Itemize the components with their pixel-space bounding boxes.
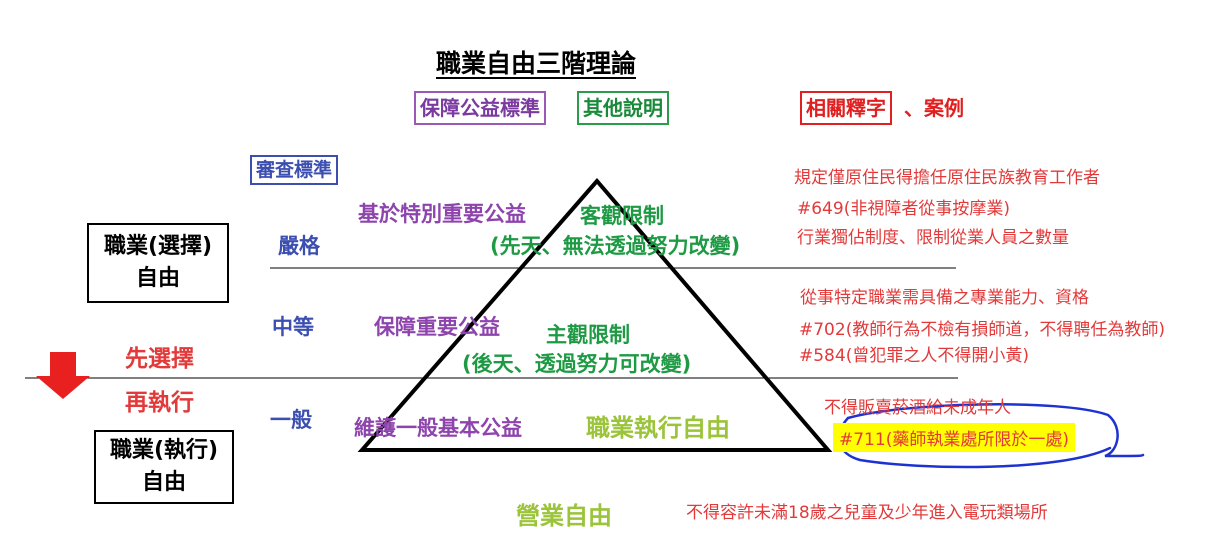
level-strict-restriction: 客觀限制 [580,204,664,228]
level-general-example-2-highlighted: #711(藥師執業處所限於一處) [833,423,1075,452]
review-standard-label: 審查標準 [250,155,339,185]
legend-public-interest: 保障公益標準 [414,91,546,125]
level-general-example-1: 不得販賣菸酒給未成年人 [824,398,1011,418]
occupation-execution-line1: 職業(執行) [109,438,219,463]
page-title: 職業自由三階理論 [436,49,637,78]
business-freedom-label: 營業自由 [516,502,612,530]
level-strict-example-3: 行業獨佔制度、限制從業人員之數量 [797,228,1069,248]
step-first-select: 先選擇 [125,346,194,372]
step-then-execute: 再執行 [125,390,194,416]
occupation-execution-line2: 自由 [141,470,186,495]
level-general-label: 一般 [270,408,312,432]
level-strict-interest: 基於特別重要公益 [358,202,526,226]
level-strict-label: 嚴格 [278,234,320,258]
occupation-selection-line1: 職業(選擇) [103,234,213,259]
legend-other-notes: 其他說明 [577,91,669,125]
level-medium-label: 中等 [272,315,314,339]
legend-interpretations: 相關釋字 [800,91,892,125]
occupation-execution-box: 職業(執行) 自由 [94,430,234,504]
level-medium-restriction: 主觀限制 [546,323,630,347]
level-strict-example-2: #649(非視障者從事按摩業) [797,199,1010,219]
level-general-interest: 維護一般基本公益 [354,416,522,440]
level-medium-interest: 保障重要公益 [374,315,500,339]
business-freedom-example: 不得容許未滿18歲之兒童及少年進入電玩類場所 [686,503,1048,523]
level-strict-restriction-note: (先天、無法透過努力改變) [490,234,741,258]
legend-cases: 、案例 [904,96,964,120]
level-strict-example-1: 規定僅原住民得擔任原住民族教育工作者 [794,168,1100,188]
level-medium-restriction-note: (後天、透過努力可改變) [462,352,692,376]
occupation-selection-line2: 自由 [135,266,180,291]
down-arrow-icon [36,352,90,399]
level-medium-example-2: #702(教師行為不檢有損師道，不得聘任為教師) [799,320,1165,340]
level-general-restriction: 職業執行自由 [586,414,730,442]
occupation-selection-box: 職業(選擇) 自由 [87,223,229,303]
level-medium-example-1: 從事特定職業需具備之專業能力、資格 [800,288,1089,308]
pyramid-triangle [357,177,833,452]
level-medium-example-3: #584(曾犯罪之人不得開小黃) [799,346,1029,366]
